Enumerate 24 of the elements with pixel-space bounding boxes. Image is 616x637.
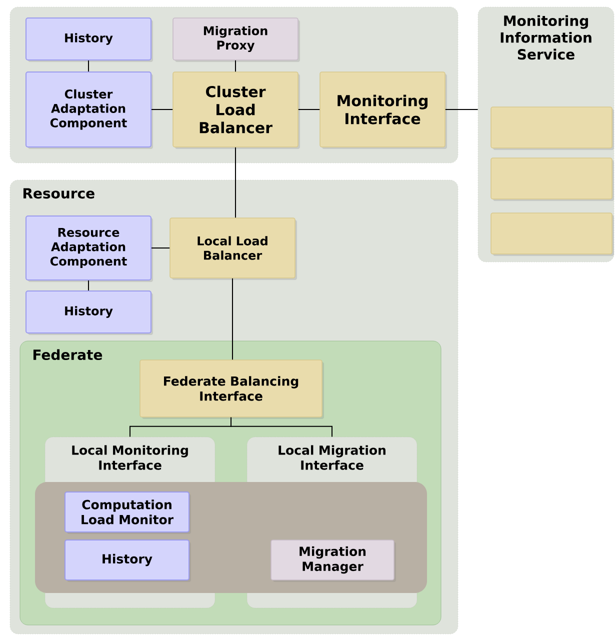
connector-line xyxy=(235,60,236,72)
component-box xyxy=(490,158,614,201)
connector-line xyxy=(88,280,89,291)
component-box: Computation Load Monitor xyxy=(64,492,191,534)
component-box: History xyxy=(64,540,191,582)
component-box: History xyxy=(26,18,153,62)
connector-line xyxy=(88,60,89,72)
component-box: Local Load Balancer xyxy=(170,218,297,280)
connector-line xyxy=(232,278,233,360)
component-box xyxy=(490,212,614,256)
component-box: Resource Adaptation Component xyxy=(26,216,153,282)
component-box: Federate Balancing Interface xyxy=(140,360,324,419)
component-box: Migration Manager xyxy=(270,540,396,582)
connector-line xyxy=(230,416,332,438)
component-box: Migration Proxy xyxy=(172,18,300,62)
connector-line xyxy=(298,109,320,110)
connector-line xyxy=(151,109,174,110)
connector-line xyxy=(235,146,236,218)
connector-line xyxy=(444,109,478,110)
component-box: Monitoring Interface xyxy=(320,72,447,149)
component-box: History xyxy=(26,290,153,335)
component-box xyxy=(490,106,614,150)
component-box: Cluster Adaptation Component xyxy=(26,72,153,149)
component-box: Cluster Load Balancer xyxy=(172,72,300,149)
